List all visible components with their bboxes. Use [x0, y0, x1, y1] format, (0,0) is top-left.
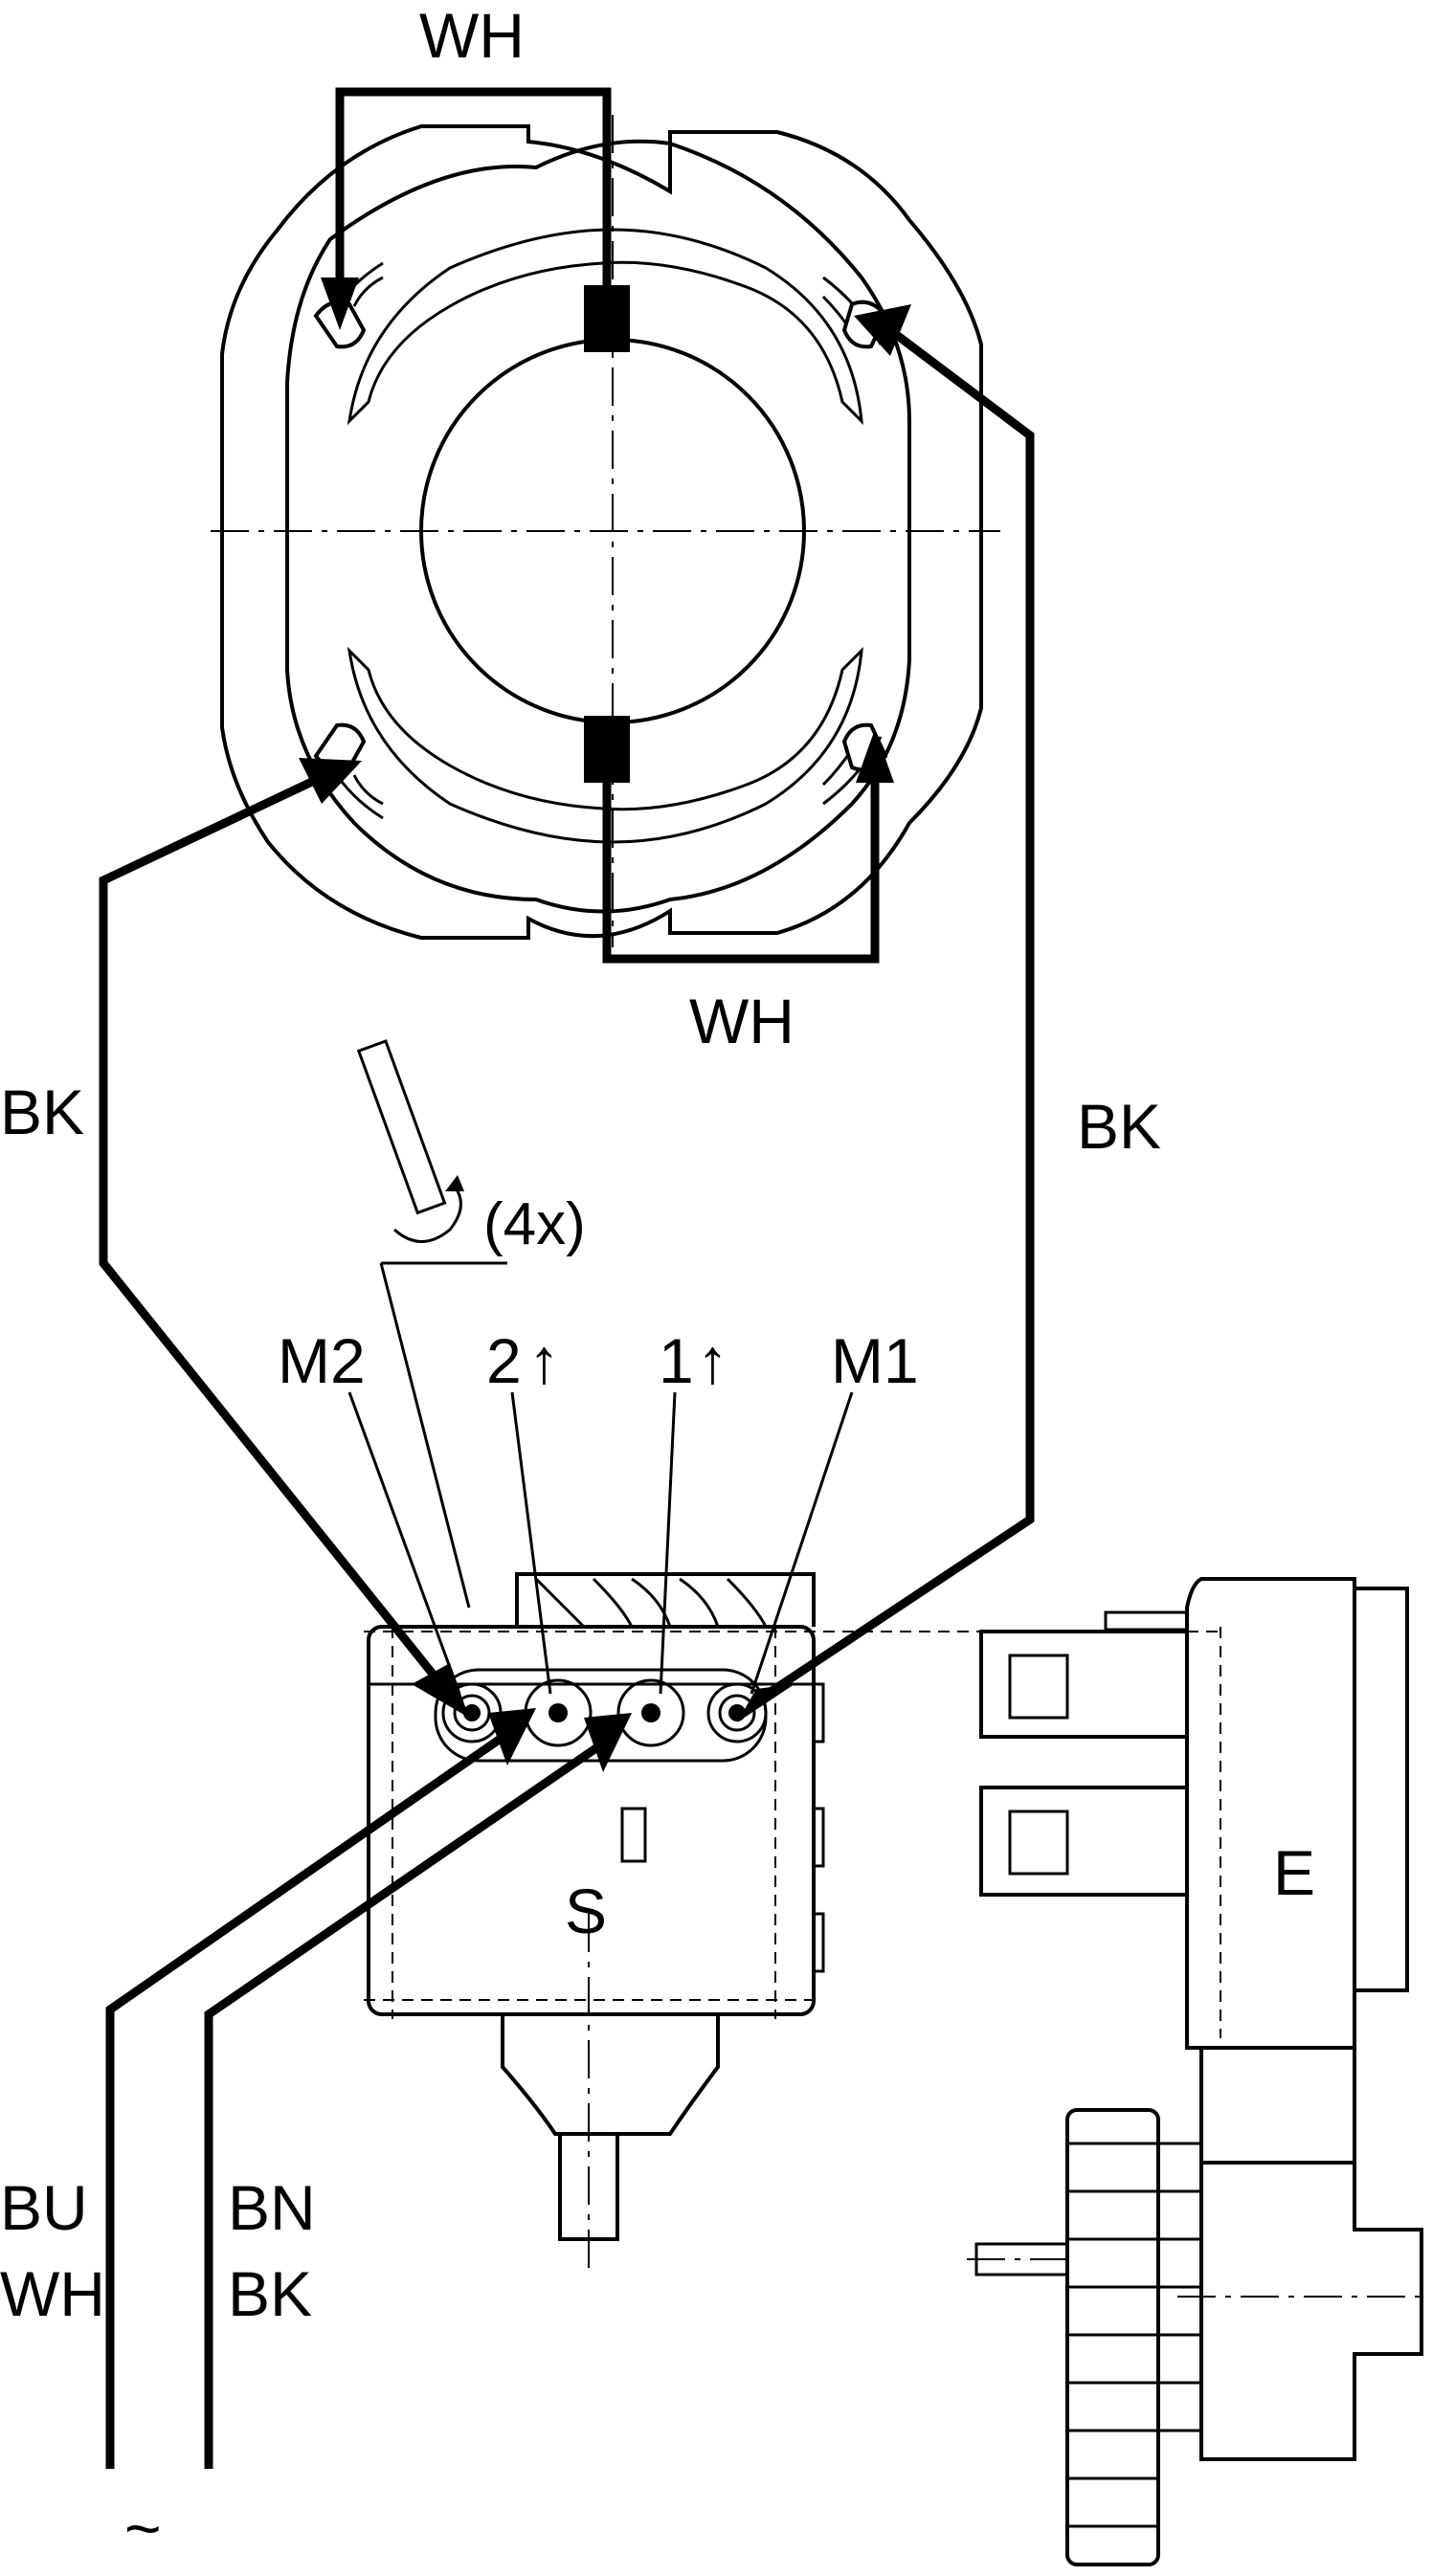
terminal-label-1: 1: [659, 1325, 694, 1396]
leader-2: [510, 1391, 552, 1695]
wire-label-bk-left: BK: [0, 1077, 84, 1147]
terminal-label-2-arrow: ↑: [528, 1325, 560, 1396]
leader-m1: [750, 1391, 854, 1695]
pole-shoe-lower: [347, 646, 863, 844]
switch-side-tab-2: [812, 1807, 825, 1868]
wire-label-wh-left: WH: [0, 2258, 105, 2329]
terminal-2: [524, 1678, 593, 1747]
component-e-cap: [1353, 1587, 1409, 1992]
wire-bk-left: [99, 775, 459, 1704]
rotation-arc-icon: [393, 1186, 462, 1243]
leader-m2: [347, 1391, 461, 1695]
motor-stator: [211, 115, 1000, 947]
plug-blade-lower: [979, 1786, 1187, 1897]
terminal-m2: [441, 1682, 503, 1743]
switch-label-s: S: [565, 1876, 607, 1946]
wire-supply-bu-wh-arrowhead: [488, 1708, 536, 1765]
plug-blade-upper: [979, 1630, 1187, 1739]
rotation-leader-diagonal: [379, 1262, 471, 1609]
switch-cap-ridges: [534, 1577, 768, 1629]
rotation-count-label: (4x): [483, 1191, 586, 1257]
brush-upper: [584, 285, 630, 352]
terminal-label-m2: M2: [278, 1325, 366, 1396]
wires: [99, 87, 1035, 2469]
pole-shoe-upper: [347, 228, 863, 426]
terminal-m1: [706, 1682, 768, 1743]
component-e-neck: [1199, 2048, 1356, 2165]
wire-wh-bottom-arrowhead: [856, 729, 894, 783]
knurled-wheel-ribs: [1067, 2142, 1158, 2528]
wire-supply-bn-bk: [204, 1733, 616, 2469]
wire-bk-right-arrowhead-coil: [854, 304, 911, 356]
wire-bk-left-arrowhead-coil: [299, 758, 362, 804]
plug-blade-lower-window: [1008, 1810, 1069, 1876]
wire-label-bu: BU: [0, 2172, 88, 2243]
component-e-label: E: [1273, 1837, 1315, 1908]
screwdriver-shaft: [356, 1039, 447, 1215]
rotation-symbol: (4x): [356, 1039, 586, 1609]
wire-wh-top: [335, 87, 612, 287]
switch-side-tab-3: [812, 1912, 825, 1973]
rotation-arrow-icon: [445, 1175, 464, 1191]
component-e-body: [1185, 1577, 1356, 2050]
component-e-lower-housing: [1199, 2163, 1423, 2461]
terminal-label-m1: M1: [831, 1325, 919, 1396]
wire-wh-top-arrowhead: [321, 278, 359, 330]
wire-bk-right: [753, 326, 1035, 1705]
knurled-wheel-ribs-right: [1158, 2142, 1201, 2432]
wire-wh-bottom: [602, 775, 880, 964]
wire-label-bk-lower: BK: [228, 2258, 312, 2329]
switch-neck: [501, 2014, 720, 2136]
wire-label-wh-bottom: WH: [689, 986, 795, 1056]
terminal-1: [616, 1678, 685, 1747]
wire-label-bn: BN: [228, 2172, 316, 2243]
stator-outer-contour: [220, 124, 983, 940]
switch-side-tab-1: [812, 1682, 825, 1743]
leader-1: [659, 1391, 677, 1695]
plug-blade-upper-window: [1008, 1654, 1069, 1720]
switch-slot: [620, 1807, 647, 1863]
wire-supply-bu-wh: [105, 1723, 520, 2469]
wire-label-bk-right: BK: [1077, 1091, 1161, 1162]
wire-supply-bn-bk-arrowhead: [584, 1713, 632, 1772]
wire-label-wh-top: WH: [419, 0, 525, 71]
switch-body: [347, 1391, 1225, 2268]
plug-pin: [1104, 1610, 1189, 1632]
knurled-wheel: [1065, 2108, 1160, 2566]
brush-lower: [584, 716, 630, 783]
component-e: [967, 1577, 1426, 2566]
terminal-label-2: 2: [486, 1325, 522, 1396]
ac-supply-symbol: ~: [124, 2493, 162, 2564]
stator-inner-contour: [285, 139, 911, 914]
terminal-label-1-arrow: ↑: [697, 1325, 728, 1396]
